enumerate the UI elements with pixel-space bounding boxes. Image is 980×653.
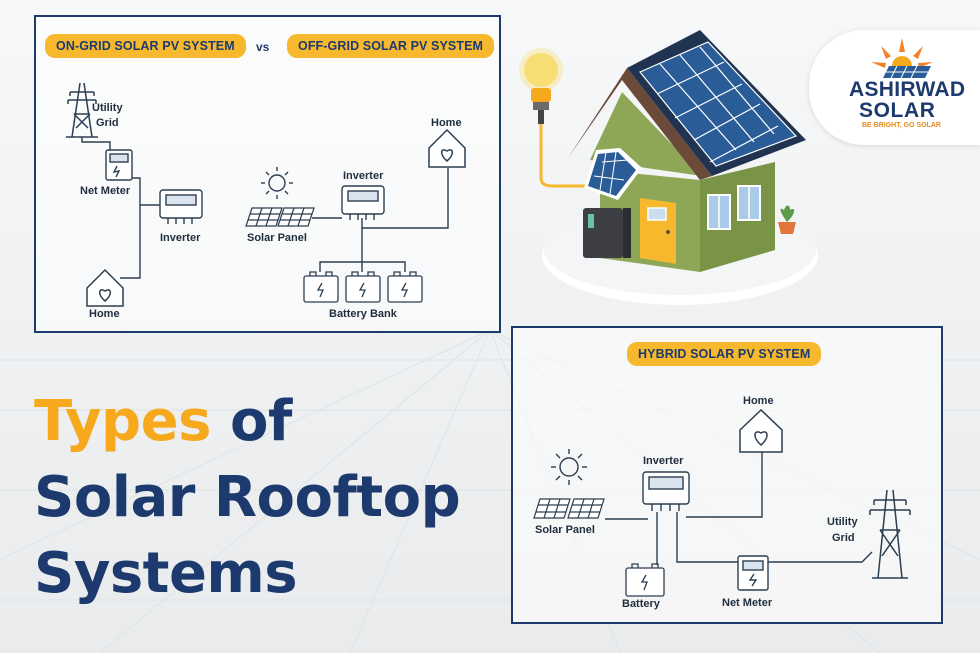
utility-grid-label-2: Grid <box>96 117 119 129</box>
inverter-to-home-wire <box>120 205 141 279</box>
inverter-to-home-wire-offgrid <box>361 168 449 229</box>
home-label-hybrid: Home <box>743 395 774 407</box>
hybrid-inverter-to-home-wire <box>686 452 763 518</box>
meter-to-inverter-wire <box>132 177 160 206</box>
vs-label: vs <box>256 40 270 54</box>
house-icon <box>568 30 806 272</box>
logo-name-line2: SOLAR <box>859 99 936 122</box>
utility-grid-label-hybrid-1: Utility <box>827 516 858 528</box>
hybrid-title-badge: HYBRID SOLAR PV SYSTEM <box>627 342 822 366</box>
page-headline: Types of Solar Rooftop Systems <box>34 384 461 612</box>
solar-panel-icon-hybrid <box>533 498 605 519</box>
battery-bank-icon <box>303 271 423 303</box>
battery-bank-label: Battery Bank <box>329 308 397 320</box>
off-grid-title-badge: OFF-GRID SOLAR PV SYSTEM <box>287 34 495 58</box>
net-meter-label-hybrid: Net Meter <box>722 597 773 609</box>
sun-icon-offgrid <box>261 167 293 199</box>
home-icon-hybrid <box>739 408 783 453</box>
home-label-ongrid: Home <box>89 308 120 320</box>
headline-line1-rest: of <box>210 389 292 454</box>
inverter-label-offgrid: Inverter <box>343 170 384 182</box>
grid-to-meter-wire <box>81 137 111 150</box>
net-meter-label: Net Meter <box>80 185 131 197</box>
headline-highlight: Types <box>34 389 211 454</box>
logo-name-line1: ASHIRWAD <box>849 78 966 101</box>
sun-logo-icon <box>871 38 933 79</box>
home-label-offgrid: Home <box>431 117 462 129</box>
solar-panel-icon-offgrid <box>245 207 315 227</box>
battery-label-hybrid: Battery <box>622 598 660 610</box>
home-icon-offgrid <box>428 128 466 168</box>
inverter-label-ongrid: Inverter <box>160 232 201 244</box>
battery-icon-hybrid <box>625 563 665 597</box>
headline-line2: Solar Rooftop <box>34 465 461 530</box>
utility-tower-icon <box>66 82 98 138</box>
utility-grid-label-1: Utility <box>92 102 123 114</box>
net-meter-icon-hybrid <box>737 555 769 591</box>
solar-panel-label-offgrid: Solar Panel <box>247 232 307 244</box>
sun-icon-hybrid <box>551 449 587 485</box>
utility-grid-label-hybrid-2: Grid <box>832 532 855 544</box>
inverter-icon-offgrid <box>341 185 385 220</box>
inverter-icon-hybrid <box>642 471 690 511</box>
utility-tower-icon-hybrid <box>869 489 911 579</box>
on-grid-title-badge: ON-GRID SOLAR PV SYSTEM <box>45 34 246 58</box>
brand-logo: ASHIRWAD SOLAR BE BRIGHT, GO SOLAR <box>809 30 980 145</box>
hybrid-inverter-to-meter-wire <box>676 512 738 563</box>
hybrid-panel <box>511 326 943 624</box>
inverter-icon-ongrid <box>159 189 203 224</box>
inverter-label-hybrid: Inverter <box>643 455 684 467</box>
logo-tagline: BE BRIGHT, GO SOLAR <box>862 122 941 129</box>
hybrid-meter-to-grid-wire <box>768 551 873 563</box>
solar-panel-label-hybrid: Solar Panel <box>535 524 595 536</box>
light-bulb-icon <box>519 48 605 188</box>
home-icon-ongrid <box>86 268 124 307</box>
headline-line3: Systems <box>34 541 298 606</box>
net-meter-icon <box>105 149 133 181</box>
inverter-to-battery-wire <box>319 228 406 272</box>
